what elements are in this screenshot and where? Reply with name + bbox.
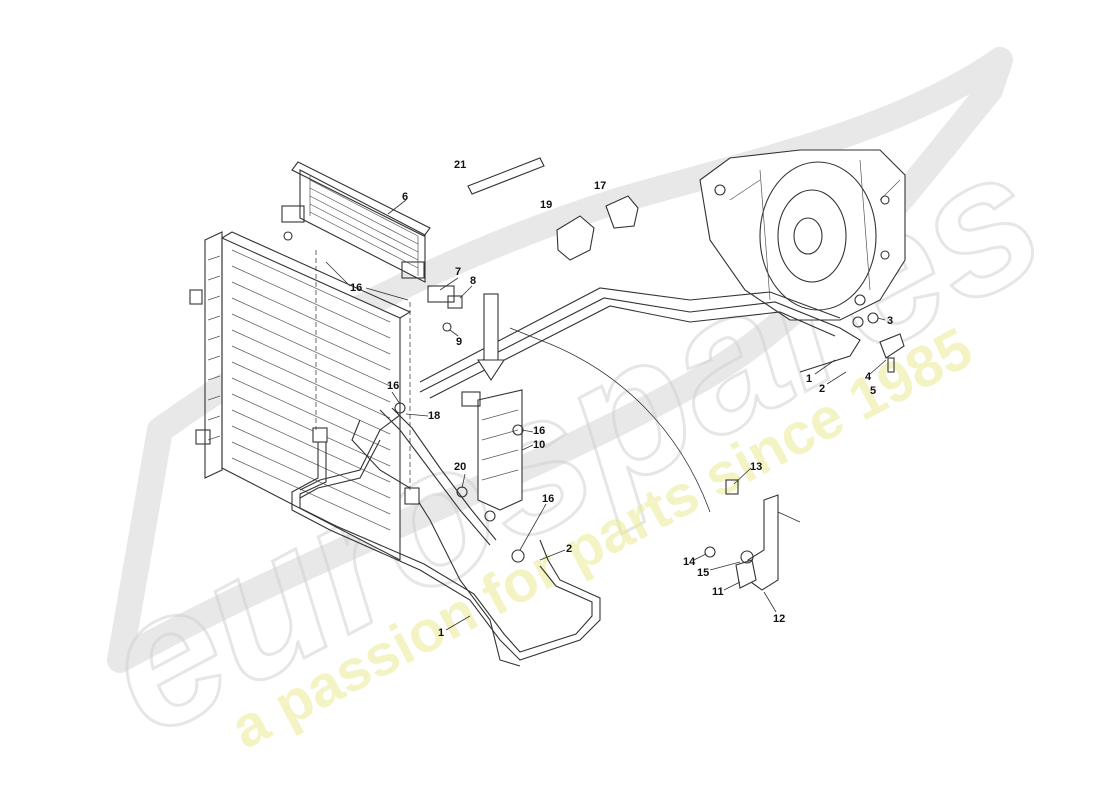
callout-18: 18 <box>428 410 440 422</box>
callout-1: 1 <box>438 627 444 639</box>
callout-20: 20 <box>454 461 466 473</box>
thermostat-block <box>461 293 523 511</box>
callout-3: 3 <box>887 315 893 327</box>
callout-10: 10 <box>533 439 545 451</box>
watermark-swoosh <box>107 47 1013 673</box>
oil-cooler <box>281 161 463 332</box>
callout-16: 16 <box>350 282 362 294</box>
callout-1: 1 <box>806 373 812 385</box>
callout-7: 7 <box>455 266 461 278</box>
callout-13: 13 <box>750 461 762 473</box>
callout-4: 4 <box>865 371 872 383</box>
callout-19: 19 <box>540 199 552 211</box>
callout-16: 16 <box>387 380 399 392</box>
callout-6: 6 <box>402 191 408 203</box>
callout-9: 9 <box>456 336 462 348</box>
callout-11: 11 <box>712 586 724 598</box>
callout-5: 5 <box>870 385 876 397</box>
callout-8: 8 <box>470 275 476 287</box>
cooler-pipes <box>291 287 861 667</box>
callout-17: 17 <box>594 180 606 192</box>
callout-15: 15 <box>697 567 709 579</box>
small-parts <box>394 157 905 591</box>
transmission <box>699 149 906 321</box>
callout-16: 16 <box>542 493 554 505</box>
watermark: eurospares a passion for parts since 198… <box>68 47 1075 778</box>
callout-2: 2 <box>819 383 825 395</box>
callout-labels: 21 6 19 17 16 7 8 9 3 1 2 4 5 16 18 16 1… <box>350 159 893 639</box>
leader-lines <box>325 199 887 631</box>
callout-2: 2 <box>566 543 572 555</box>
assembly-lines <box>315 250 801 523</box>
callout-14: 14 <box>683 556 696 568</box>
callout-12: 12 <box>773 613 785 625</box>
callout-16: 16 <box>533 425 545 437</box>
callout-21: 21 <box>454 159 466 171</box>
